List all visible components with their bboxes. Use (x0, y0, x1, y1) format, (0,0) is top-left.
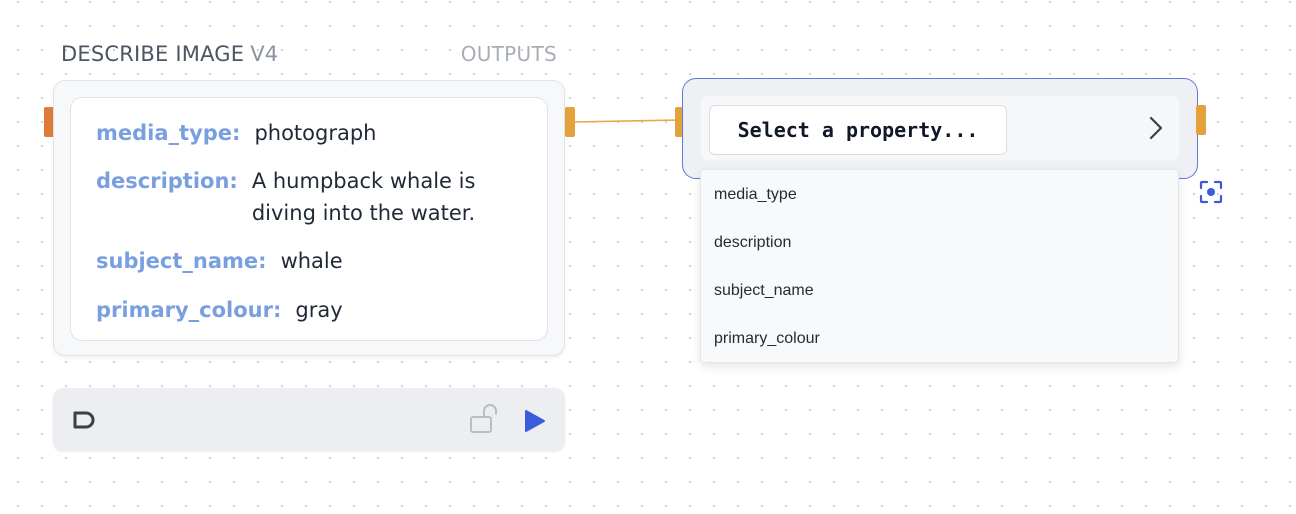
focus-target-icon[interactable] (1198, 179, 1224, 209)
output-value-line: diving into the water. (251, 201, 476, 225)
node-toolbar (53, 388, 565, 451)
refresh-icon[interactable] (69, 407, 97, 433)
output-value: photograph (254, 121, 377, 145)
select-node-input-port[interactable] (675, 107, 685, 137)
output-row-subject-name: subject_name: whale (96, 245, 343, 277)
outputs-panel: media_type: photograph description: A hu… (70, 97, 548, 341)
outputs-label: OUTPUTS (460, 42, 557, 66)
node-version: V4 (250, 42, 279, 66)
chevron-right-icon[interactable] (1146, 114, 1166, 146)
output-key: subject_name: (96, 249, 267, 273)
dropdown-option-description[interactable]: description (714, 234, 792, 251)
connector-line (573, 119, 681, 123)
output-port[interactable] (565, 107, 575, 137)
describe-image-node[interactable]: media_type: photograph description: A hu… (53, 80, 565, 356)
output-key: description: (96, 169, 238, 193)
dropdown-option-media-type[interactable]: media_type (714, 186, 797, 203)
dropdown-option-subject-name[interactable]: subject_name (714, 282, 814, 299)
output-key: primary_colour: (96, 298, 282, 322)
play-icon[interactable] (519, 407, 549, 435)
select-node-output-port[interactable] (1196, 105, 1206, 135)
node-title-text: DESCRIBE IMAGE (61, 42, 245, 66)
select-property-node[interactable]: Select a property... (682, 78, 1198, 179)
input-port[interactable] (44, 107, 54, 137)
output-row-description: description: A humpback whale is diving … (96, 165, 475, 229)
output-value: gray (295, 298, 343, 322)
output-row-primary-colour: primary_colour: gray (96, 294, 343, 326)
output-key: media_type: (96, 121, 241, 145)
unlock-icon[interactable] (468, 403, 502, 435)
select-property-container: Select a property... (701, 96, 1179, 160)
output-value: A humpback whale is diving into the wate… (252, 165, 476, 229)
output-value-line: A humpback whale is (251, 169, 476, 193)
output-row-media-type: media_type: photograph (96, 117, 376, 149)
select-property-button[interactable]: Select a property... (709, 105, 1007, 155)
dropdown-option-primary-colour[interactable]: primary_colour (714, 330, 820, 347)
output-value: whale (280, 249, 343, 273)
property-dropdown: media_type description subject_name prim… (700, 169, 1179, 363)
